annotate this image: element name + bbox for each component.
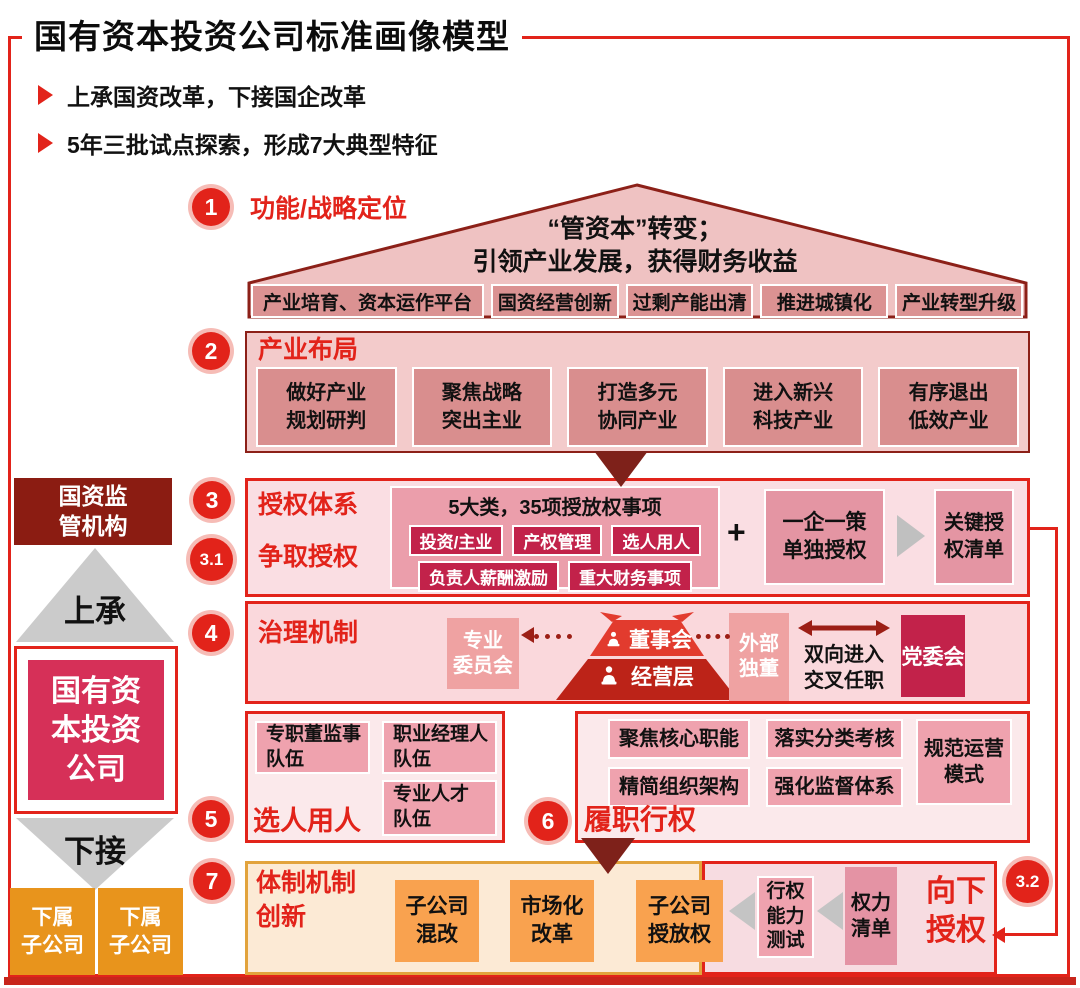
section3-subtitle: 争取授权 <box>258 543 359 571</box>
bullet-point: 5年三批试点探索，形成7大典型特征 <box>38 126 438 160</box>
flow-arrow-left-icon <box>817 892 843 930</box>
subsidiary-box: 下属 子公司 <box>98 888 183 975</box>
industry-box: 做好产业 规划研判 <box>256 367 397 447</box>
section2-title: 产业布局 <box>258 336 359 364</box>
down-arrow-icon <box>581 838 635 874</box>
management-row: 经营层 <box>597 661 694 691</box>
triangle-bullet-icon <box>38 85 53 105</box>
panel-title: 5大类，35项授放权事项 <box>448 497 662 519</box>
authorization-tag: 选人用人 <box>611 525 702 556</box>
bullet-point: 上承国资改革，下接国企改革 <box>38 78 366 112</box>
talent-box: 专业人才 队伍 <box>382 780 497 836</box>
dotted-arrow-icon <box>696 634 730 639</box>
capability-test-box: 行权 能力 测试 <box>757 876 814 958</box>
section1-title: 功能/战略定位 <box>250 195 407 223</box>
person-icon <box>601 666 617 685</box>
section3-title: 授权体系 <box>258 491 359 519</box>
key-list-box: 关键授 权清单 <box>934 489 1014 585</box>
policy-box: 一企一策 单独授权 <box>764 489 885 585</box>
step-badge-3: 3 <box>193 481 231 519</box>
industry-box: 进入新兴 科技产业 <box>722 367 864 447</box>
governance-pyramid <box>556 612 738 700</box>
reform-box: 市场化 改革 <box>510 880 594 962</box>
section6-title: 履职行权 <box>584 804 697 835</box>
industry-box: 有序退出 低效产业 <box>878 367 1019 447</box>
authorization-tag: 产权管理 <box>512 525 603 556</box>
board-row: 董事会 <box>604 624 692 654</box>
dotted-arrowhead-icon <box>521 627 534 643</box>
flow-arrow-left-icon <box>729 892 755 930</box>
feature-box: 产业培育、资本运作平台 <box>251 284 484 318</box>
connector-line <box>1004 933 1058 936</box>
down-link-label: 下接 <box>64 834 126 869</box>
authorization-panel: 5大类，35项授放权事项 投资/主业 产权管理 选人用人 负责人薪酬激励 重大财… <box>390 486 720 592</box>
section5-title: 选人用人 <box>253 806 361 836</box>
reform-box: 子公司 混改 <box>395 880 479 962</box>
step-badge-2: 2 <box>192 332 230 370</box>
page-title: 国有资本投资公司标准画像模型 <box>22 10 522 58</box>
up-triangle-icon <box>16 548 174 642</box>
dotted-arrow-icon <box>534 634 572 639</box>
regulator-box: 国资监 管机构 <box>14 478 172 545</box>
triangle-bullet-icon <box>38 133 53 153</box>
bullet-text: 5年三批试点探索，形成7大典型特征 <box>67 132 438 158</box>
down-arrow-icon <box>594 451 648 487</box>
feature-box: 国资经营创新 <box>490 284 619 318</box>
step-badge-6: 6 <box>528 801 568 841</box>
section4-title: 治理机制 <box>258 619 359 647</box>
company-box: 国有资 本投资 公司 <box>14 646 178 814</box>
section1-items-row: 产业培育、资本运作平台 国资经营创新 过剩产能出清 推进城镇化 产业转型升级 <box>251 284 1024 318</box>
reform-box: 子公司 授放权 <box>636 880 723 962</box>
step-badge-4: 4 <box>192 614 230 652</box>
down-triangle-icon <box>16 818 174 890</box>
authorization-tag: 负责人薪酬激励 <box>418 561 559 592</box>
bottom-border-line <box>4 977 1076 985</box>
duty-box: 聚焦核心职能 <box>608 719 750 759</box>
outer-frame <box>8 36 1070 977</box>
up-link-label: 上承 <box>64 594 126 629</box>
step-badge-3-2: 3.2 <box>1006 860 1049 903</box>
connector-line <box>1055 527 1058 936</box>
party-committee-box: 党委会 <box>901 615 965 697</box>
subsidiary-box: 下属 子公司 <box>10 888 95 975</box>
authorization-tag: 投资/主业 <box>408 525 504 556</box>
duty-box: 强化监督体系 <box>766 767 903 807</box>
person-icon <box>607 631 620 646</box>
tag-row: 投资/主业 产权管理 选人用人 <box>408 525 702 556</box>
roof-text-line1: “管资本”转变； <box>547 215 723 243</box>
tag-row: 负责人薪酬激励 重大财务事项 <box>418 561 692 592</box>
plus-icon: + <box>727 514 746 550</box>
feature-box: 产业转型升级 <box>895 284 1024 318</box>
double-arrow-icon <box>798 620 890 636</box>
duty-box: 规范运营 模式 <box>916 719 1012 805</box>
duty-box: 落实分类考核 <box>766 719 903 759</box>
step-badge-1: 1 <box>192 188 230 226</box>
talent-box: 职业经理人 队伍 <box>382 721 497 774</box>
flow-arrow-right-icon <box>897 515 925 557</box>
connector-arrow-icon <box>992 927 1005 943</box>
industry-box: 打造多元 协同产业 <box>567 367 708 447</box>
bullet-text: 上承国资改革，下接国企改革 <box>67 84 366 110</box>
duty-box: 精简组织架构 <box>608 767 750 807</box>
step-badge-3-1: 3.1 <box>190 538 233 581</box>
management-label: 经营层 <box>631 666 694 689</box>
step-badge-5: 5 <box>192 800 230 838</box>
feature-box: 过剩产能出清 <box>625 284 754 318</box>
committee-box: 专业 委员会 <box>447 618 519 689</box>
exchange-label: 双向进入 交叉任职 <box>804 644 884 692</box>
connector-line <box>1028 527 1058 530</box>
power-list-box: 权力 清单 <box>845 867 897 965</box>
authorization-tag: 重大财务事项 <box>568 561 692 592</box>
roof-text-line2: 引领产业发展，获得财务收益 <box>472 248 798 276</box>
downward-authorization-label: 向下 授权 <box>926 875 986 947</box>
feature-box: 推进城镇化 <box>760 284 889 318</box>
external-director-box: 外部 独董 <box>729 613 789 701</box>
section2-items-row: 做好产业 规划研判 聚焦战略 突出主业 打造多元 协同产业 进入新兴 科技产业 … <box>256 367 1019 447</box>
talent-box: 专职董监事 队伍 <box>255 721 370 774</box>
section7-title: 体制机制 创新 <box>256 869 357 931</box>
step-badge-7: 7 <box>193 862 231 900</box>
company-label: 国有资 本投资 公司 <box>28 660 164 800</box>
board-label: 董事会 <box>629 629 692 652</box>
industry-box: 聚焦战略 突出主业 <box>411 367 553 447</box>
